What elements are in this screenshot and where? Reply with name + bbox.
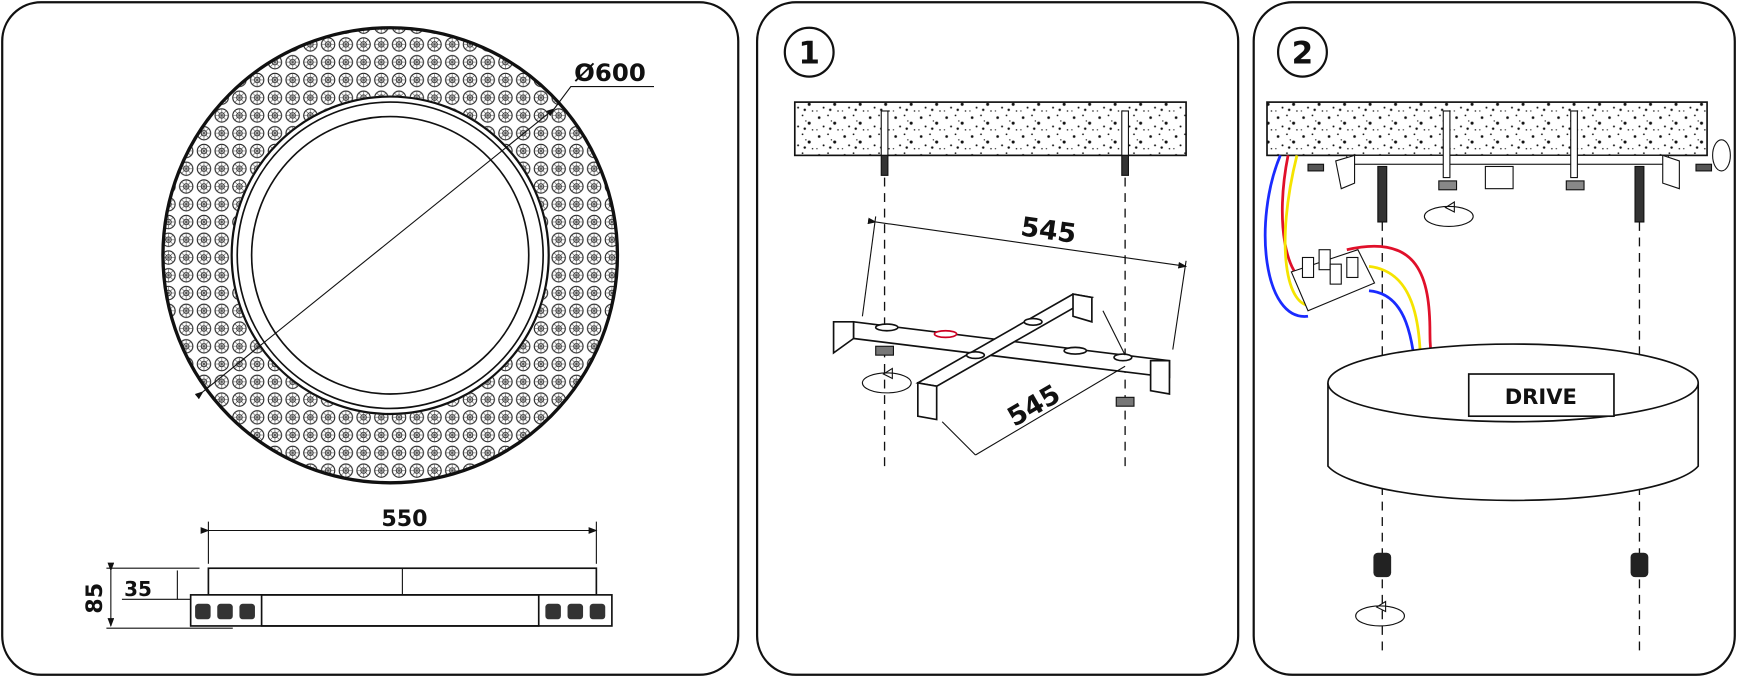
- step-2-panel: 2: [1252, 1, 1736, 676]
- mounting-plate: [1307, 110, 1713, 223]
- step-1-number: 1: [798, 35, 820, 71]
- ceiling: [1266, 101, 1708, 157]
- diameter-label: Ø600: [574, 58, 646, 87]
- step-2-number: 2: [1292, 35, 1314, 71]
- height-label: 85: [82, 583, 108, 614]
- anchor-bolts: [880, 110, 1129, 176]
- lamp-side-view: [106, 521, 613, 629]
- step-1-panel: 1 545 545: [755, 1, 1240, 676]
- bracket-length-label: 545: [1019, 212, 1078, 250]
- terminal-block: [1290, 249, 1376, 312]
- lamp-top-view: Ø600: [161, 26, 655, 485]
- rotate-icon: [1355, 139, 1731, 627]
- width-label: 550: [381, 506, 427, 532]
- driver-label: DRIVE: [1505, 384, 1577, 409]
- cap-nuts: [1373, 552, 1649, 578]
- mounting-bracket: [832, 293, 1171, 421]
- driver-drum: DRIVE: [1327, 343, 1700, 502]
- ceiling: [793, 101, 1187, 157]
- driver-box: [1467, 373, 1615, 418]
- rotate-icon: [861, 345, 1135, 407]
- body-height-label: 35: [124, 577, 152, 601]
- overview-panel: Ø600 550 85 35: [1, 1, 740, 676]
